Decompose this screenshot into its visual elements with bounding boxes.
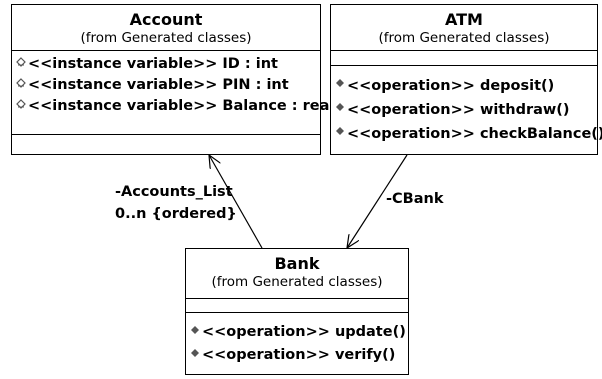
class-stereotype: (from Generated classes): [80, 30, 252, 46]
class-name: ATM: [445, 10, 483, 29]
attribute-icon: [16, 57, 26, 67]
operation-item[interactable]: <<operation>> withdraw(): [331, 98, 597, 122]
attribute-text: <<instance variable>> ID : int: [28, 56, 278, 72]
attribute-compartment: [331, 51, 597, 66]
operation-item[interactable]: <<operation>> update(): [186, 321, 408, 344]
attribute-item[interactable]: <<instance variable>> ID : int: [12, 54, 320, 75]
bank-to-account-association[interactable]: [209, 155, 263, 249]
class-bank[interactable]: Bank (from Generated classes) <<operatio…: [185, 248, 409, 375]
class-account-header: Account (from Generated classes): [12, 5, 320, 51]
atm-to-bank-association[interactable]: [347, 154, 408, 248]
operation-text: <<operation>> withdraw(): [347, 102, 570, 118]
operation-text: <<operation>> verify(): [202, 347, 396, 363]
operation-text: <<operation>> checkBalance(): [347, 126, 602, 142]
association-role-label: -Accounts_List: [115, 184, 233, 200]
class-atm-header: ATM (from Generated classes): [331, 5, 597, 51]
operation-compartment: <<operation>> update() <<operation>> ver…: [186, 313, 408, 374]
class-name: Account: [129, 10, 203, 29]
operation-compartment: <<operation>> deposit() <<operation>> wi…: [331, 66, 602, 154]
operation-icon: [336, 79, 344, 87]
class-bank-header: Bank (from Generated classes): [186, 249, 408, 299]
attribute-compartment: [186, 299, 408, 313]
operation-item[interactable]: <<operation>> checkBalance(): [331, 122, 602, 146]
class-name: Bank: [274, 254, 320, 273]
attribute-icon: [16, 78, 26, 88]
association-role-label: -CBank: [386, 191, 444, 207]
operation-icon: [191, 349, 199, 357]
class-stereotype: (from Generated classes): [378, 30, 550, 46]
operation-icon: [191, 326, 199, 334]
attribute-compartment: <<instance variable>> ID : int <<instanc…: [12, 51, 334, 135]
class-stereotype: (from Generated classes): [211, 274, 383, 290]
class-atm[interactable]: ATM (from Generated classes) <<operation…: [330, 4, 602, 155]
operation-item[interactable]: <<operation>> verify(): [186, 344, 408, 367]
attribute-item[interactable]: <<instance variable>> Balance : real: [12, 96, 334, 117]
operation-icon: [336, 127, 344, 135]
association-multiplicity-label: 0..n {ordered}: [115, 206, 237, 222]
operation-text: <<operation>> update(): [202, 324, 406, 340]
attribute-text: <<instance variable>> PIN : int: [28, 77, 289, 93]
class-account[interactable]: Account (from Generated classes) <<insta…: [11, 4, 334, 155]
operation-item[interactable]: <<operation>> deposit(): [331, 74, 597, 98]
operation-icon: [336, 103, 344, 111]
attribute-text: <<instance variable>> Balance : real: [28, 98, 335, 114]
operation-text: <<operation>> deposit(): [347, 78, 555, 94]
operation-compartment: [12, 135, 320, 154]
attribute-item[interactable]: <<instance variable>> PIN : int: [12, 75, 320, 96]
attribute-icon: [16, 99, 26, 109]
